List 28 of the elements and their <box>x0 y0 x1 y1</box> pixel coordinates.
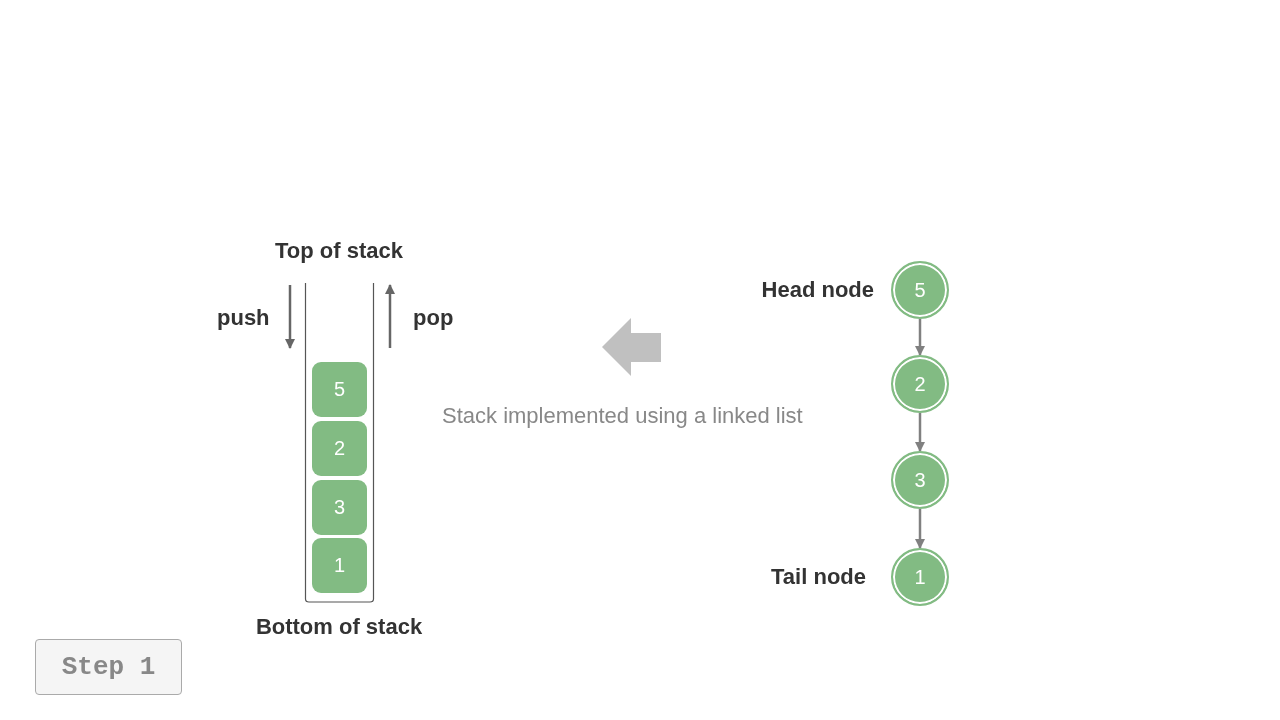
arrow <box>915 509 925 549</box>
node-value: 3 <box>333 496 346 519</box>
node-caption: Tail node <box>771 564 866 590</box>
node-caption: Bottom of stack <box>254 614 424 640</box>
node-value: 5 <box>333 378 346 401</box>
caption-text: Stack implemented using a linked list <box>442 403 803 429</box>
node-value: 3 <box>914 468 926 492</box>
arrow <box>915 413 925 452</box>
stack-container <box>304 283 375 603</box>
stack-element <box>312 362 367 417</box>
arrow <box>915 319 925 356</box>
operation-label: push <box>217 305 270 331</box>
node-caption: Top of stack <box>274 238 404 264</box>
list-node <box>891 355 949 413</box>
list-node <box>891 548 949 606</box>
step-button: Step 1 <box>35 639 182 695</box>
node-value: 5 <box>914 278 926 302</box>
stack-element <box>312 538 367 593</box>
node-value: 2 <box>333 437 346 460</box>
operation-label: pop <box>413 305 454 331</box>
node-caption: Head node <box>761 277 874 303</box>
stack-element <box>312 421 367 476</box>
stack-element <box>312 480 367 535</box>
list-node <box>891 451 949 509</box>
list-node <box>891 261 949 319</box>
node-value: 1 <box>914 565 926 589</box>
node-value: 1 <box>333 554 346 577</box>
node-value: 2 <box>914 372 926 396</box>
